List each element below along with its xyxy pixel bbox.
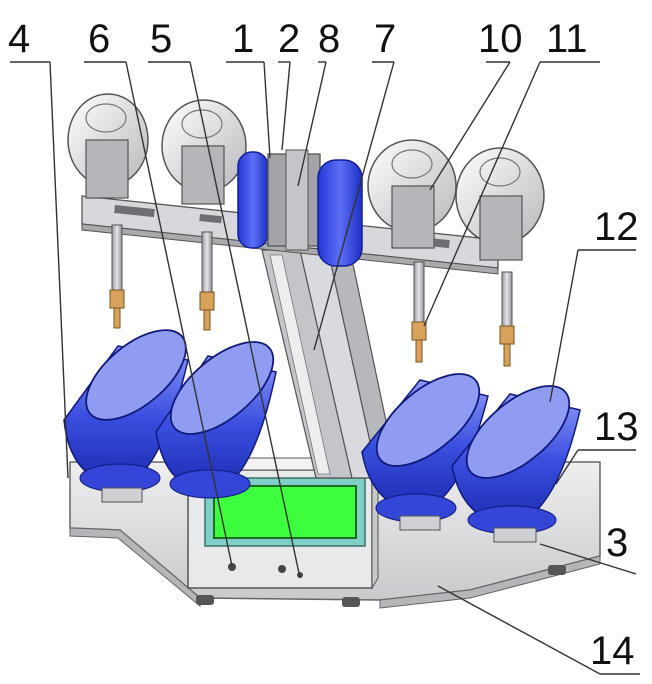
label-4: 4 [8,17,30,61]
bowl-4 [451,385,581,543]
label-11: 11 [546,17,588,61]
rotor-unit-3 [367,139,457,363]
label-14: 14 [590,629,635,673]
bowl-1 [63,329,189,503]
lcd-display [213,485,357,539]
center-hub [267,149,321,251]
label-13: 13 [594,405,639,449]
rotor-unit-1 [67,93,149,329]
rotor-unit-2 [161,99,247,331]
rotor-unit-4 [455,147,545,367]
label-3: 3 [606,521,628,565]
label-5: 5 [150,17,172,61]
label-8: 8 [318,17,340,61]
label-10: 10 [478,17,523,61]
leader-lines [10,61,640,675]
base-feet [196,565,566,607]
bowl-2 [155,341,277,499]
label-12: 12 [594,205,639,249]
blue-disc-left [237,151,269,249]
label-6: 6 [88,17,110,61]
label-2: 2 [278,17,300,61]
blue-disc-right [317,159,363,267]
label-1: 1 [232,17,254,61]
control-buttons [228,563,303,578]
label-7: 7 [374,17,396,61]
